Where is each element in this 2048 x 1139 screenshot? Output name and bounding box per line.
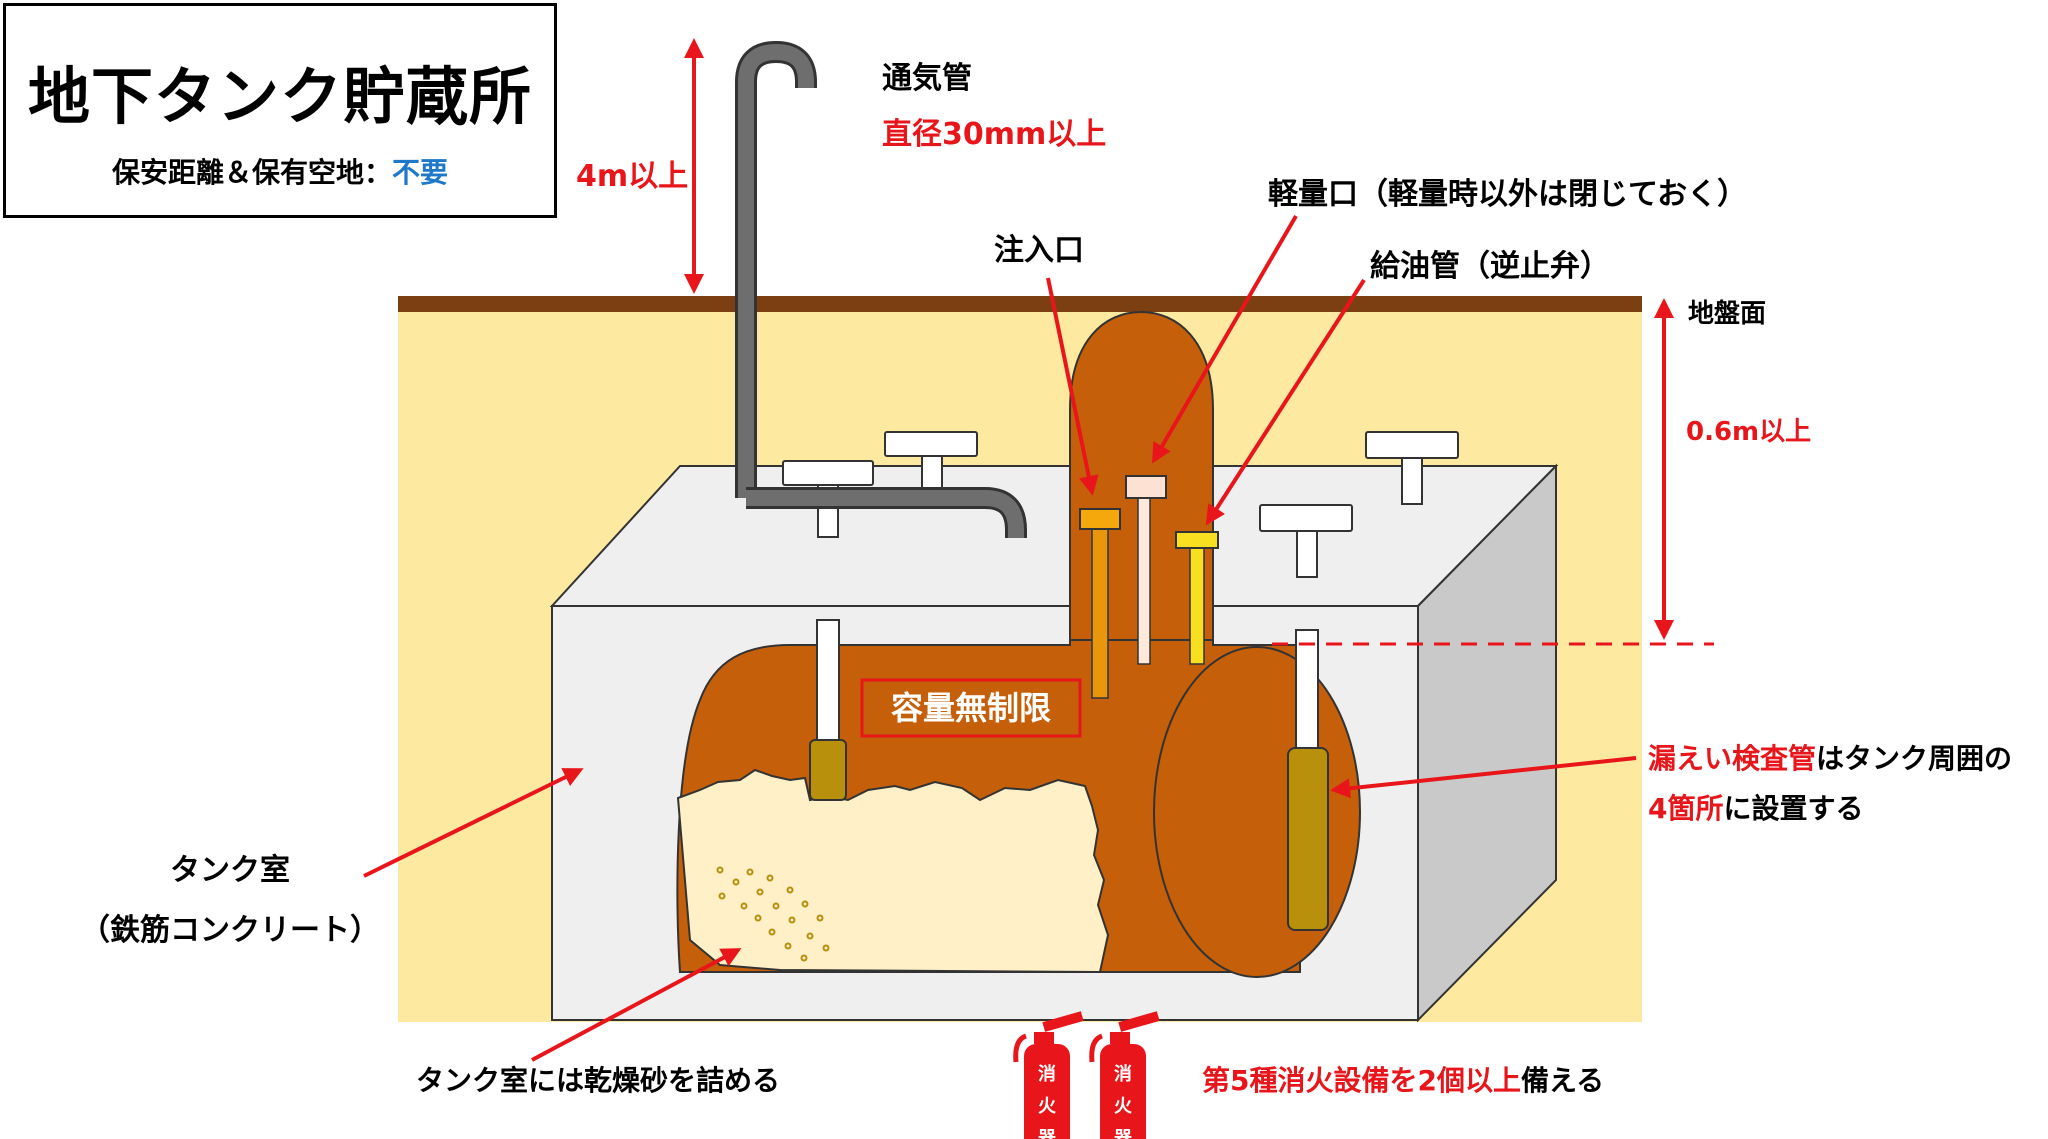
leak-tube-label-line2: 4箇所に設置する [1648,792,1864,825]
title-subtitle: 保安距離＆保有空地：不要 [6,151,554,191]
sand-dots [716,866,830,962]
svg-text:器: 器 [1113,1128,1133,1139]
leak-inspection-tube-right [1287,629,1329,931]
supply-pipe-label: 給油管（逆止弁） [1370,249,1610,284]
supply-pipe-arrow [1205,278,1366,526]
subtitle-label: 保安距離＆保有空地： [111,156,392,189]
subtitle-value: 不要 [392,156,449,189]
tank-room-material-label: （鉄筋コンクリート） [80,913,380,948]
extinguisher-icon: 消 火 器 [1013,1011,1084,1139]
title-box: 地下タンク貯蔵所 保安距離＆保有空地：不要 [3,3,557,218]
dry-sand [676,768,1110,974]
ground-surface-label: 地盤面 [1688,299,1766,329]
gauge-port-arrow [1151,214,1298,464]
capacity-label: 容量無制限 [891,689,1051,727]
leak-inspection-tube-left [809,619,847,801]
extinguisher-icon: 消 火 器 [1089,1011,1160,1139]
extinguisher-label: 第5種消火設備を2個以上備える [1202,1064,1604,1097]
gauge-port [1125,475,1167,665]
manhole-covers [782,431,1459,578]
height-4m-label: 4m以上 [576,159,688,194]
fill-port-arrow [1046,277,1099,496]
capacity-box [860,678,1082,738]
leak-tube-label-line1: 漏えい検査管はタンク周囲の [1648,742,2012,775]
depth-label: 0.6m以上 [1686,417,1811,447]
leak-tube-arrow [1330,756,1637,799]
fill-port [1079,508,1121,699]
dry-sand-label: タンク室には乾燥砂を詰める [416,1064,780,1097]
tank-room-arrow [363,768,584,878]
vent-diameter-label: 直径30mm以上 [882,117,1106,152]
svg-text:器: 器 [1037,1128,1057,1139]
svg-text:火: 火 [1114,1096,1133,1117]
supply-pipe [1175,531,1219,665]
svg-text:消: 消 [1114,1063,1132,1085]
vent-pipe-label: 通気管 [882,61,972,96]
fill-port-label: 注入口 [994,233,1084,268]
page-title: 地下タンク貯蔵所 [27,60,532,133]
tank-room-label: タンク室 [170,853,290,888]
gauge-port-label: 軽量口（軽量時以外は閉じておく） [1268,177,1747,212]
dry-sand-arrow [531,948,742,1062]
svg-text:消: 消 [1038,1063,1056,1085]
svg-text:火: 火 [1038,1096,1057,1117]
tank-end-cap [1153,646,1361,978]
ground-line [398,296,1642,312]
